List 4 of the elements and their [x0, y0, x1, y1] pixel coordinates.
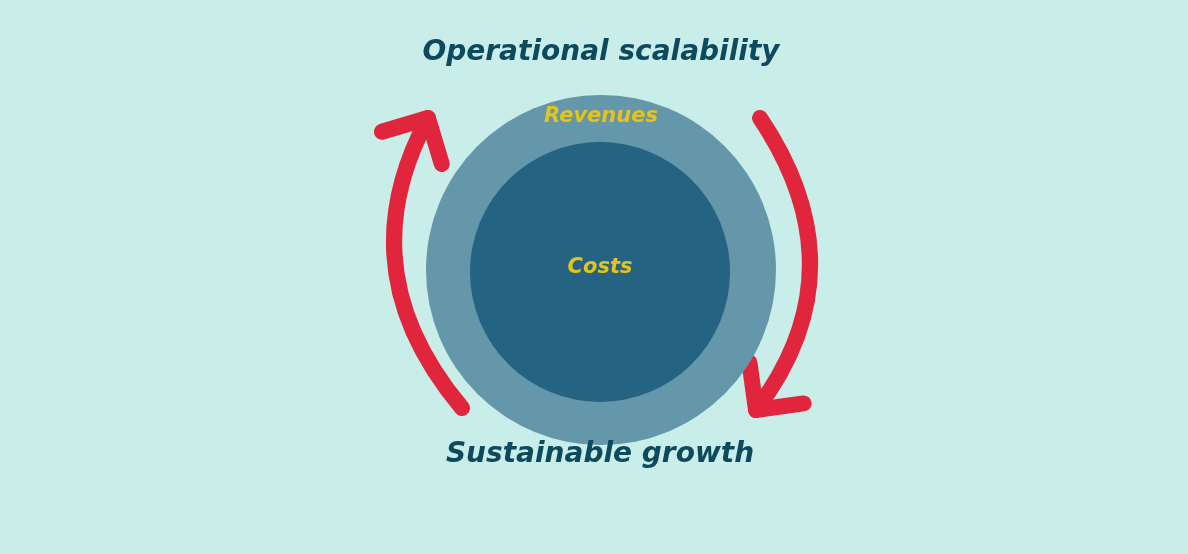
heading-text: Operational scalability: [420, 28, 782, 74]
circle-label: Costs: [567, 254, 633, 278]
circle-label: Revenues: [544, 103, 658, 127]
heading-text: Sustainable growth: [440, 430, 760, 476]
